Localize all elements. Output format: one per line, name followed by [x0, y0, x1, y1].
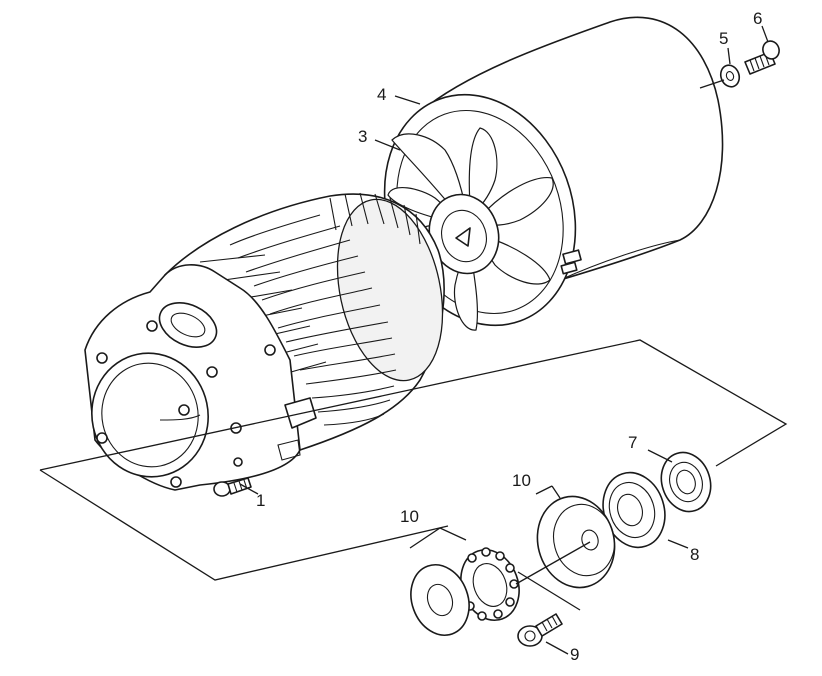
part-10-thrust-bearing	[460, 547, 520, 621]
leader-10-lower	[409, 527, 467, 549]
leader-4	[394, 95, 421, 105]
assembly-plane-bottom-edge	[39, 469, 449, 581]
leader-1	[239, 483, 259, 495]
leader-7	[647, 449, 673, 463]
leader-9	[545, 641, 569, 655]
shaft-axis-line	[515, 541, 591, 585]
callout-7: 7	[628, 433, 637, 452]
callout-4: 4	[377, 85, 386, 104]
part-1-screw	[213, 477, 252, 497]
part-8-bearing	[602, 471, 666, 549]
blank-panel	[18, 50, 186, 200]
callout-9: 9	[570, 645, 579, 664]
leader-8	[667, 539, 689, 549]
callout-5: 5	[719, 29, 728, 48]
part-6-bolt	[744, 40, 780, 75]
leader-5	[727, 47, 731, 65]
motor-end-flange	[84, 264, 317, 491]
part-7-seal	[660, 451, 712, 513]
leader-10-upper	[535, 485, 561, 499]
callout-10-upper: 10	[512, 471, 531, 490]
callout-10-lower: 10	[400, 507, 419, 526]
callout-3: 3	[358, 127, 367, 146]
assembly-plane-top-edge	[39, 339, 788, 471]
callout-6: 6	[753, 9, 762, 28]
part-10-bearing-cup	[536, 495, 616, 589]
callout-8: 8	[690, 545, 699, 564]
leader-5-6	[699, 79, 725, 89]
leader-3	[374, 139, 401, 151]
arrow-direction-icon	[455, 227, 471, 247]
part-9-flange-screw	[517, 613, 563, 647]
leader-6	[761, 25, 769, 43]
part-5-washer	[719, 64, 741, 88]
part-10-thrust-washer	[410, 564, 470, 636]
callout-1: 1	[256, 491, 265, 510]
assembly-guide-line	[517, 571, 581, 611]
